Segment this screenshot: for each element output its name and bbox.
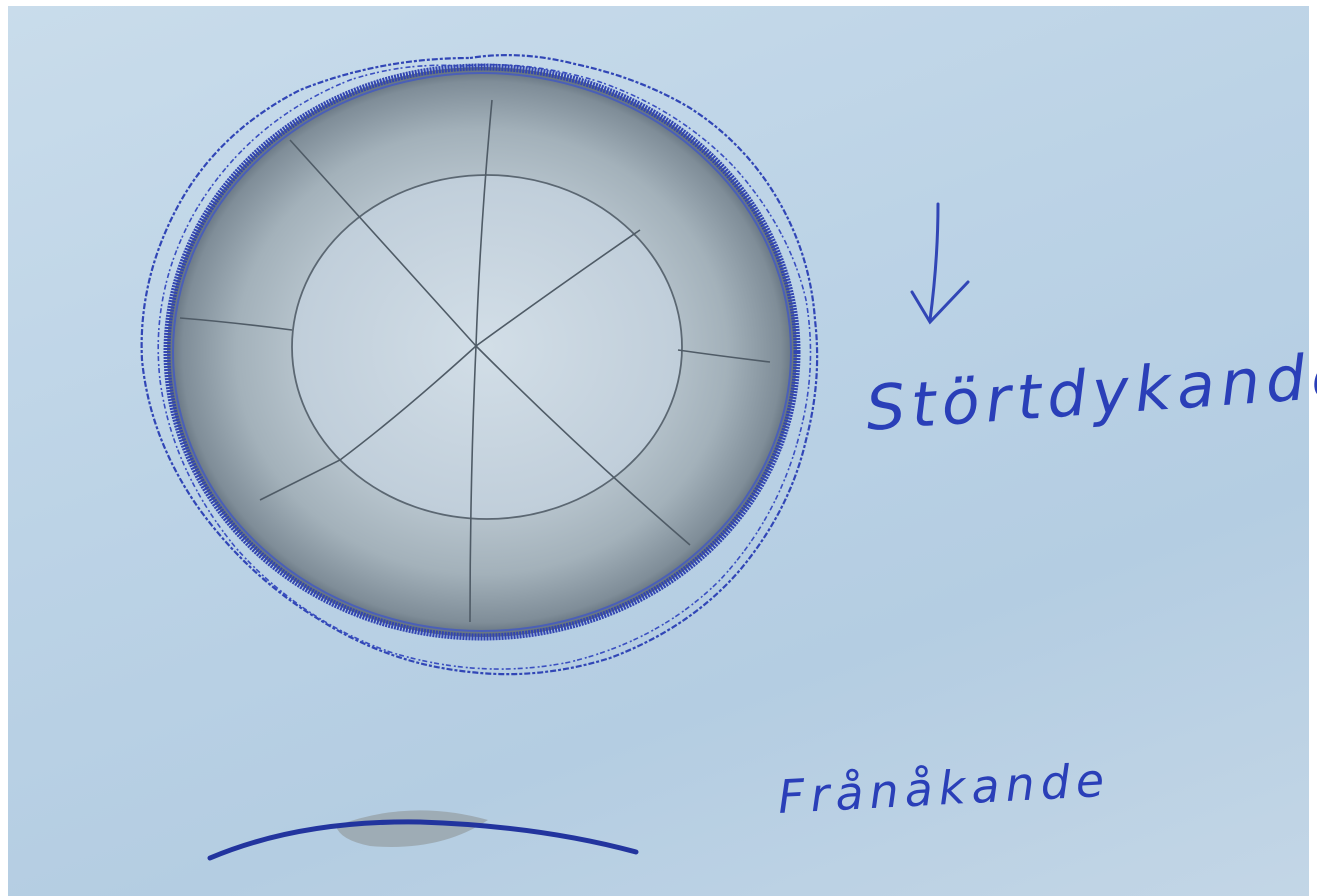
down-arrow-icon <box>912 204 968 322</box>
inner-disc <box>292 175 682 519</box>
flat-disc-side-view <box>210 810 636 858</box>
